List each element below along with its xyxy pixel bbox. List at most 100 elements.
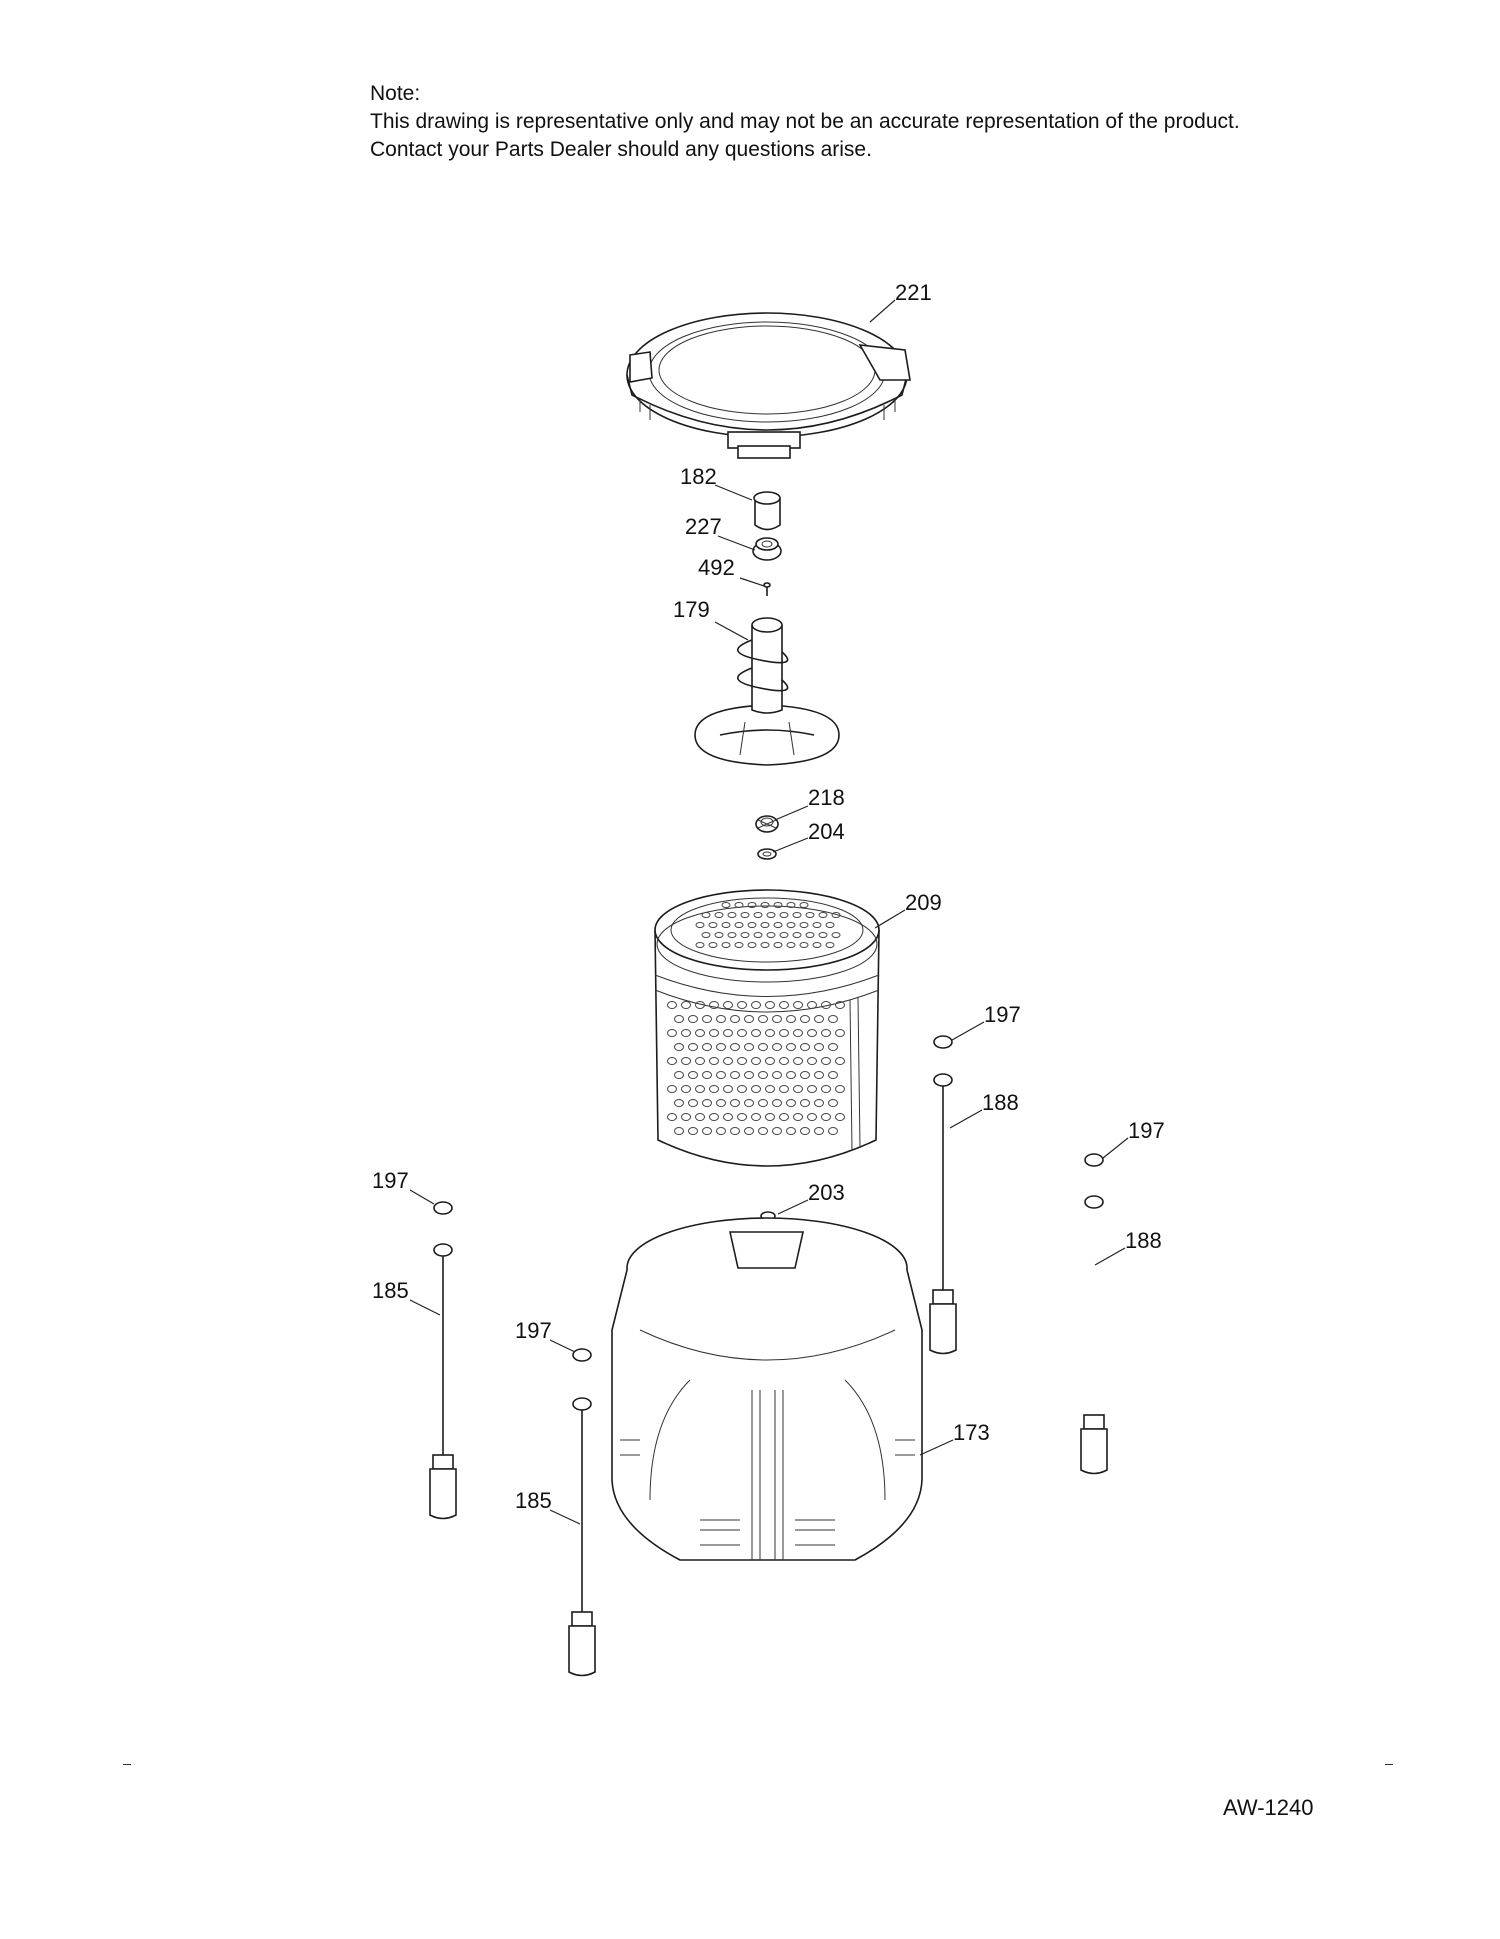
basket-hole: [716, 1099, 726, 1107]
basket-hole: [695, 1113, 705, 1121]
basket-floor-hole: [818, 912, 828, 918]
basket-hole: [786, 1099, 796, 1107]
note-line-1: This drawing is representative only and …: [370, 110, 1240, 133]
basket-floor-hole: [753, 932, 763, 938]
basket-hole: [744, 1043, 754, 1051]
basket-hole: [800, 1127, 810, 1135]
basket-floor-hole: [708, 922, 718, 928]
basket-hole: [814, 1099, 824, 1107]
margin-mark-right: [1385, 1764, 1393, 1765]
basket-hole: [674, 1015, 684, 1023]
basket-hole: [835, 1085, 845, 1093]
basket-hole: [723, 1057, 733, 1065]
callout-182: 182: [680, 464, 717, 489]
basket-hole: [821, 1085, 831, 1093]
basket-floor-hole: [805, 932, 815, 938]
basket-hole: [695, 1001, 705, 1009]
basket-floor-hole: [799, 922, 809, 928]
basket-hole: [814, 1015, 824, 1023]
basket-floor-hole: [701, 932, 711, 938]
basket-hole: [793, 1057, 803, 1065]
page-code: AW-1240: [1223, 1795, 1314, 1820]
basket-hole: [821, 1029, 831, 1037]
basket-hole: [779, 1057, 789, 1065]
basket-hole: [779, 1001, 789, 1009]
callout-197-right: 197: [984, 1002, 1021, 1027]
basket-hole: [758, 1071, 768, 1079]
callout-188-far-right: 188: [1125, 1228, 1162, 1253]
basket-hole: [765, 1057, 775, 1065]
basket-hole: [821, 1113, 831, 1121]
callout-173: 173: [953, 1420, 990, 1445]
basket-hole: [702, 1015, 712, 1023]
basket-floor-hole: [792, 932, 802, 938]
basket-floor-hole: [708, 942, 718, 948]
note-title: Note:: [370, 82, 421, 105]
basket-hole: [786, 1127, 796, 1135]
suspension-rod-center-left: [568, 1348, 596, 1677]
basket-hole: [765, 1001, 775, 1009]
basket-floor-hole: [734, 902, 744, 908]
basket-hole: [793, 1029, 803, 1037]
basket-floor-hole: [721, 922, 731, 928]
basket-hole: [828, 1099, 838, 1107]
basket-hole: [730, 1127, 740, 1135]
basket-hole: [723, 1085, 733, 1093]
suspension-rod-left: [429, 1201, 457, 1520]
screw-part: [763, 582, 771, 596]
basket-floor-hole: [747, 902, 757, 908]
basket-hole: [751, 1029, 761, 1037]
tub-cover-ring: [626, 312, 911, 459]
basket-floor-hole: [773, 902, 783, 908]
basket-floor-hole: [727, 912, 737, 918]
basket-floor-hole: [747, 942, 757, 948]
basket-hole: [681, 1085, 691, 1093]
basket-floor-hole: [773, 922, 783, 928]
basket-hole: [744, 1015, 754, 1023]
basket-hole: [765, 1085, 775, 1093]
basket-hole: [681, 1057, 691, 1065]
basket-hole: [716, 1015, 726, 1023]
callout-227: 227: [685, 514, 722, 539]
basket-hole: [688, 1071, 698, 1079]
basket-hole: [667, 1085, 677, 1093]
basket-hole: [814, 1071, 824, 1079]
basket-hole: [772, 1015, 782, 1023]
basket-hole: [821, 1001, 831, 1009]
basket-hole: [793, 1085, 803, 1093]
basket-hole: [716, 1071, 726, 1079]
basket-hole: [702, 1071, 712, 1079]
basket-hole: [835, 1029, 845, 1037]
basket-hole: [744, 1127, 754, 1135]
basket-floor-hole: [753, 912, 763, 918]
basket-hole: [772, 1071, 782, 1079]
basket-hole: [807, 1057, 817, 1065]
basket-hole: [737, 1001, 747, 1009]
basket-hole: [828, 1127, 838, 1135]
basket-hole: [828, 1071, 838, 1079]
basket-floor-hole: [766, 932, 776, 938]
basket-hole: [786, 1071, 796, 1079]
auger-agitator: [694, 617, 840, 766]
basket-hole: [828, 1015, 838, 1023]
basket-hole: [737, 1085, 747, 1093]
callout-188-right: 188: [982, 1090, 1019, 1115]
basket-hole: [835, 1057, 845, 1065]
basket-floor-hole: [747, 922, 757, 928]
basket-hole: [674, 1071, 684, 1079]
basket-hole: [709, 1113, 719, 1121]
basket-hole: [674, 1099, 684, 1107]
basket-hole: [723, 1113, 733, 1121]
basket-floor-hole: [740, 932, 750, 938]
basket-hole: [800, 1099, 810, 1107]
basket-hole: [667, 1001, 677, 1009]
basket-floor-hole: [786, 902, 796, 908]
basket-hole: [758, 1127, 768, 1135]
basket-hole: [681, 1113, 691, 1121]
note-block: Note: This drawing is representative onl…: [370, 80, 1240, 164]
basket-hole: [730, 1071, 740, 1079]
basket-hole: [723, 1029, 733, 1037]
basket-hole: [723, 1001, 733, 1009]
suspension-rod-right: [929, 1035, 957, 1355]
basket-floor-hole: [786, 922, 796, 928]
